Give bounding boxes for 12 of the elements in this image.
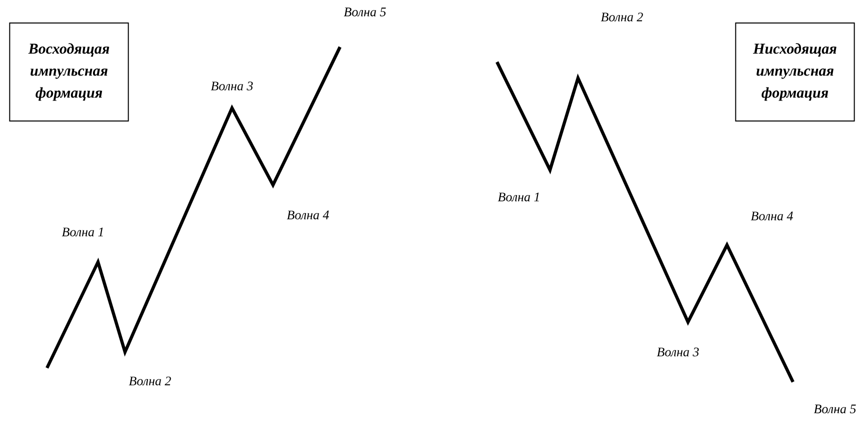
wave-label: Волна 5 <box>344 8 386 16</box>
wave-label: Волна 5 <box>814 404 856 414</box>
wave-label: Волна 1 <box>62 228 103 236</box>
wave-label: Волна 3 <box>656 348 699 356</box>
wave-label: Волна 2 <box>600 12 643 22</box>
title-box: Восходящая импульсная формация <box>9 22 129 122</box>
wave-label: Волна 3 <box>210 82 253 90</box>
title-box: Нисходящая импульсная формация <box>735 22 855 122</box>
wave-label: Волна 1 <box>498 192 539 202</box>
wave-label: Волна 4 <box>750 212 793 220</box>
wave-label: Волна 2 <box>128 376 171 386</box>
wave-label: Волна 4 <box>286 210 329 220</box>
